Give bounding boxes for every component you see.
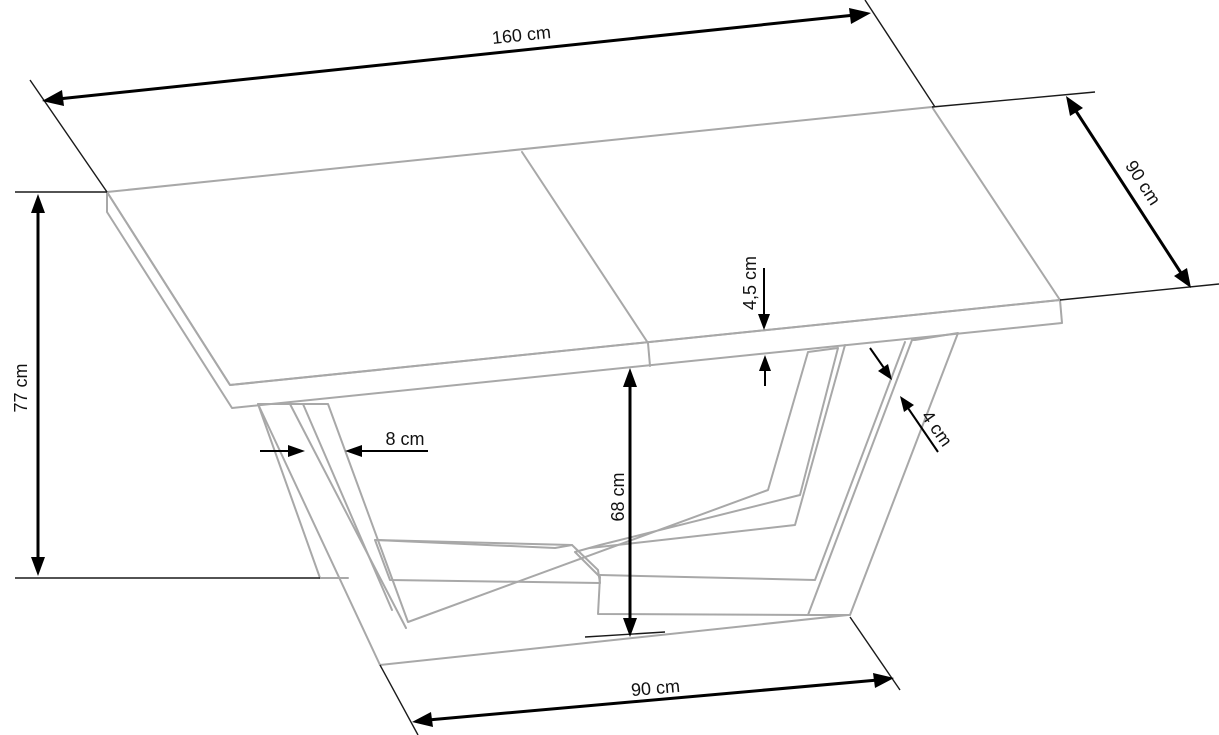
leg-left-inner — [289, 403, 407, 629]
dim-frame-line — [869, 347, 885, 369]
cross-brace-left — [374, 539, 573, 549]
leg-left-inner-2 — [302, 403, 393, 611]
dim-width-line — [1072, 107, 1185, 277]
dimension-labels: 160 cm 90 cm 77 cm 68 cm 4,5 cm 8 cm 4 c… — [11, 22, 1165, 700]
dimension-lines — [31, 8, 1191, 727]
label-leg-height: 68 cm — [608, 472, 628, 521]
label-top-thickness: 4,5 cm — [740, 256, 760, 310]
cross-brace-center — [374, 539, 601, 584]
label-base-width: 90 cm — [630, 676, 681, 700]
label-length: 160 cm — [491, 22, 552, 48]
label-frame-thickness: 4 cm — [918, 407, 957, 450]
label-leg-width: 8 cm — [385, 429, 424, 449]
dim-length-line — [57, 13, 856, 101]
tabletop-edge-seam — [647, 342, 651, 367]
tabletop-edge — [106, 191, 1063, 409]
dim-frame-line-2 — [907, 407, 939, 453]
label-width: 90 cm — [1121, 157, 1164, 209]
leg-right-connector — [599, 341, 906, 581]
dim-base-width-line — [427, 678, 879, 722]
table-outline — [106, 106, 1063, 666]
extension-lines — [15, 0, 1219, 735]
leg-right-back — [589, 344, 846, 549]
tabletop-extension-seam — [521, 151, 649, 344]
leg-right-outer — [807, 332, 959, 616]
label-total-height: 77 cm — [11, 363, 31, 412]
